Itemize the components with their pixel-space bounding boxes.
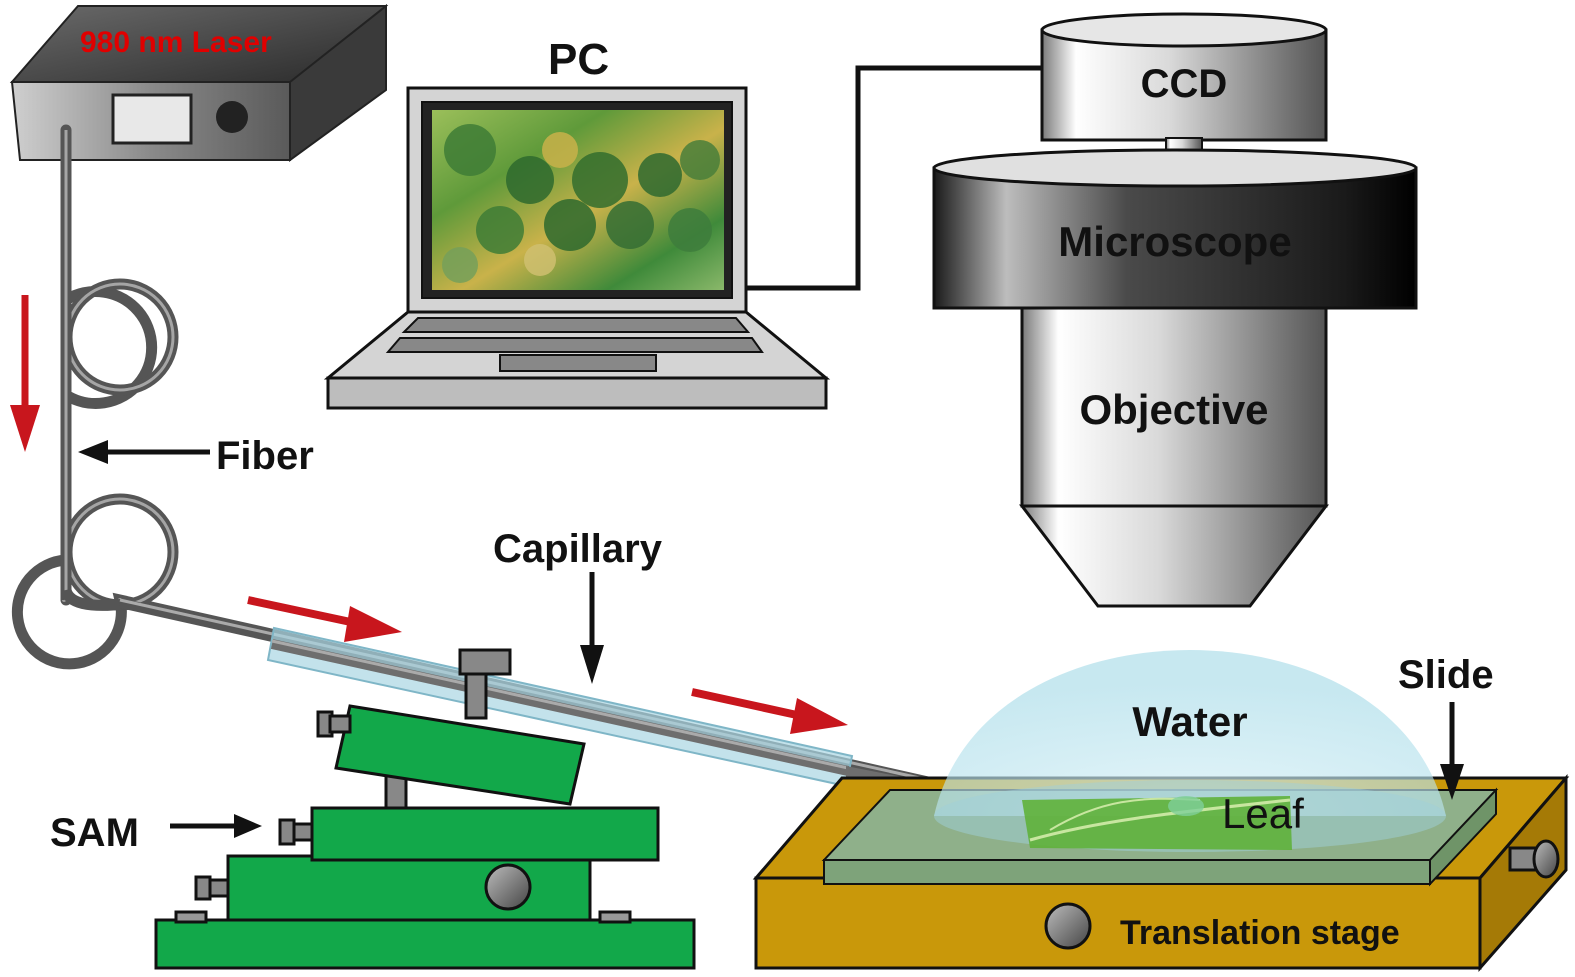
laser-label: 980 nm Laser: [80, 26, 272, 59]
microscope-body: Microscope: [932, 148, 1418, 310]
pc-ccd-cable: [746, 65, 1044, 291]
laser-display: [111, 93, 193, 145]
pc-laptop: PC: [323, 35, 831, 410]
sam-manipulator: [154, 648, 696, 970]
objective-label: Objective: [1079, 386, 1268, 433]
light-direction-arrow-2: [691, 688, 848, 734]
sam-callout: SAM: [50, 811, 262, 855]
light-direction-arrow-1: [247, 596, 402, 642]
leaf-label: Leaf: [1222, 790, 1304, 837]
pc-label: PC: [548, 35, 609, 84]
capillary-callout: Capillary: [493, 527, 663, 684]
fiber-label: Fiber: [216, 434, 314, 478]
ccd-label: CCD: [1141, 62, 1228, 106]
laser-knob: [216, 101, 248, 133]
slide-callout: Slide: [1398, 653, 1494, 800]
microscope-label: Microscope: [1058, 218, 1291, 265]
water-label: Water: [1132, 698, 1247, 745]
capillary-label: Capillary: [493, 527, 663, 571]
fiber-callout: Fiber: [78, 434, 314, 478]
slide-label: Slide: [1398, 653, 1494, 697]
water-droplet: [934, 650, 1446, 816]
objective-lens: Objective: [1018, 306, 1330, 608]
leaf-sample: [1022, 796, 1292, 850]
sam-label: SAM: [50, 811, 139, 855]
laser-device: 980 nm Laser: [9, 3, 389, 162]
ccd-camera: CCD: [1040, 12, 1328, 161]
translation-stage-label: Translation stage: [1120, 914, 1400, 952]
light-direction-arrow-down: [10, 295, 40, 452]
